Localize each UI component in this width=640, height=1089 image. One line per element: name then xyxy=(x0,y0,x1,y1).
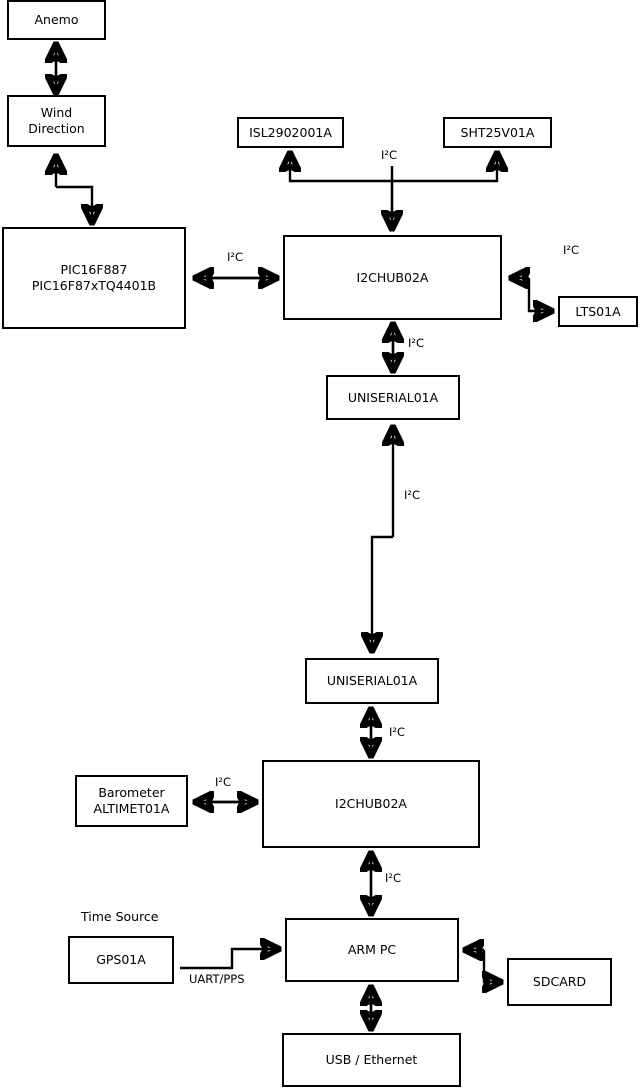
node-i2chub02a-top[interactable]: I2CHUB02A xyxy=(283,235,502,320)
edge-label-i2c-barometer-hub-bottom: I²C xyxy=(215,775,232,789)
connector-hub-lts xyxy=(512,278,551,311)
node-uniserial01a-bottom[interactable]: UNISERIAL01A xyxy=(305,658,439,704)
connector-uniserial-uniserial xyxy=(372,428,393,650)
edge-label-i2c-hub-bottom-armpc: I²C xyxy=(385,871,402,885)
node-pic-microcontroller[interactable]: PIC16F887 PIC16F87xTQ4401B xyxy=(2,227,186,329)
node-lts01a[interactable]: LTS01A xyxy=(558,296,638,327)
node-usb-ethernet[interactable]: USB / Ethernet xyxy=(282,1033,461,1087)
node-wind-direction[interactable]: Wind Direction xyxy=(7,95,106,147)
connector-wind-pic xyxy=(56,157,92,222)
label-time-source: Time Source xyxy=(81,909,159,924)
edge-label-i2c-hub-uniserial: I²C xyxy=(408,336,425,350)
node-i2chub02a-bottom[interactable]: I2CHUB02A xyxy=(262,760,480,848)
edge-label-i2c-hub-lts: I²C xyxy=(563,243,580,257)
edge-label-i2c-uniserial-hub-bottom: I²C xyxy=(389,725,406,739)
node-anemo[interactable]: Anemo xyxy=(7,0,106,40)
connector-hub-isl-sht xyxy=(290,154,497,228)
node-barometer-altimet01a[interactable]: Barometer ALTIMET01A xyxy=(75,775,188,827)
node-gps01a[interactable]: GPS01A xyxy=(68,936,174,984)
node-isl2902001a[interactable]: ISL2902001A xyxy=(237,117,344,148)
edge-label-i2c-hub-isl-sht: I²C xyxy=(381,148,398,162)
node-arm-pc[interactable]: ARM PC xyxy=(285,918,459,982)
edge-label-uart-pps: UART/PPS xyxy=(189,972,245,986)
connector-armpc-sdcard xyxy=(466,950,500,982)
node-uniserial01a-top[interactable]: UNISERIAL01A xyxy=(326,375,460,420)
connector-gps-armpc xyxy=(180,949,278,970)
edge-label-i2c-uniserial-uniserial: I²C xyxy=(404,488,421,502)
node-sht25v01a[interactable]: SHT25V01A xyxy=(443,117,552,148)
edge-label-i2c-pic-hub: I²C xyxy=(227,250,244,264)
node-sdcard[interactable]: SDCARD xyxy=(507,958,612,1006)
